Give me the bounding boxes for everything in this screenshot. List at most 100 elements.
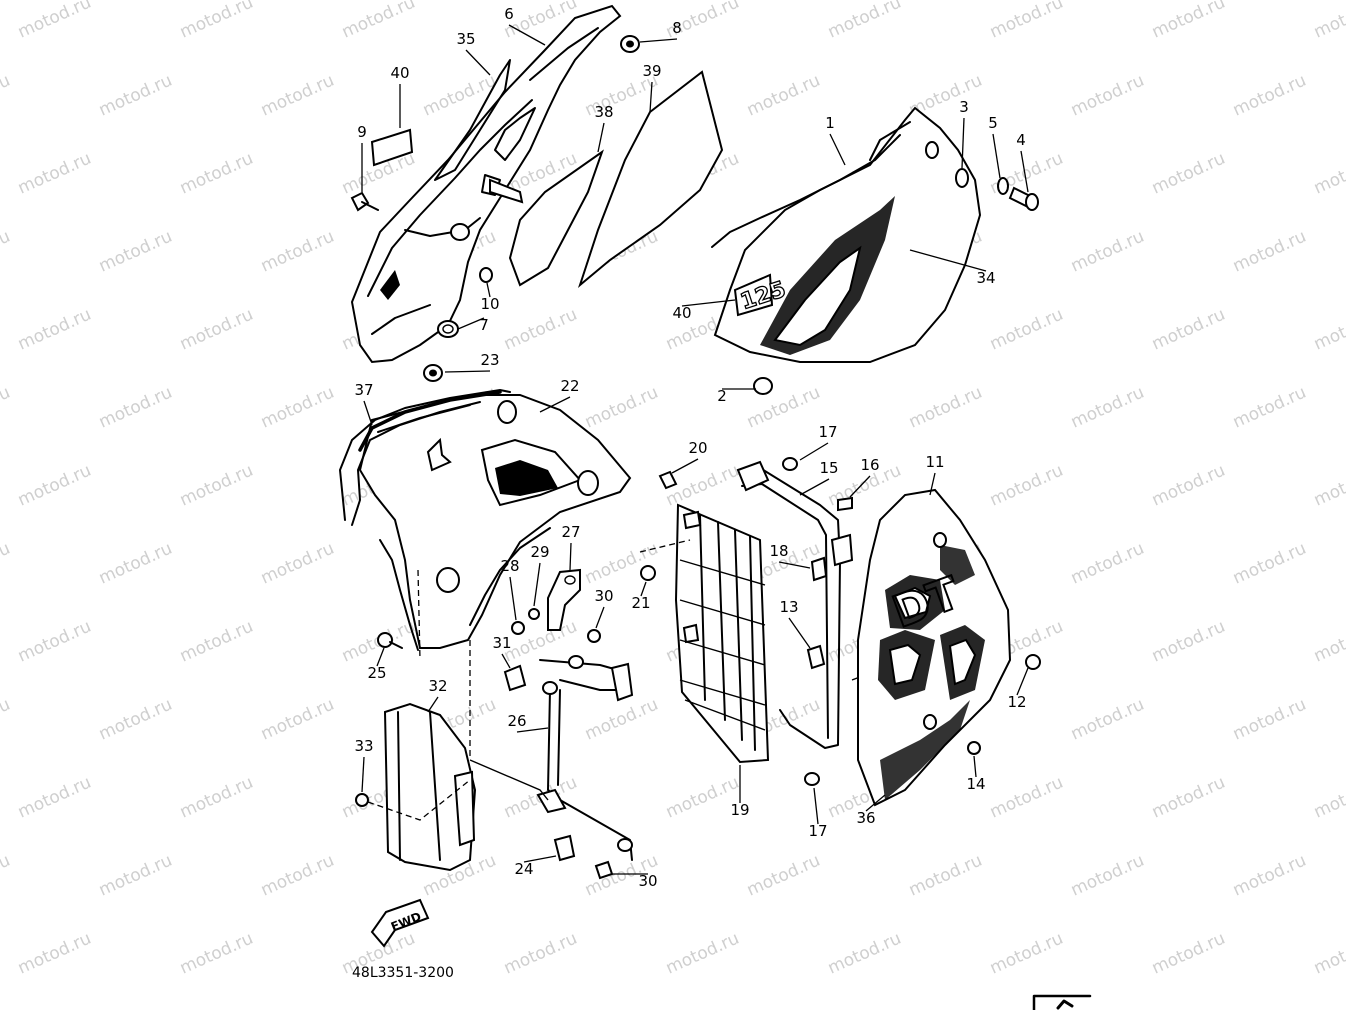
callout-21: 21 [631,594,650,612]
washer-5 [997,177,1009,195]
side-shroud-11 [857,488,1012,807]
watermark-text: motod.ru [1230,539,1309,589]
bracket-26 [536,655,634,861]
leader-line-30a [595,606,605,629]
watermark-text: motod.ru [1230,383,1309,433]
watermark-text: motod.ru [0,851,13,901]
callout-22: 22 [560,377,579,395]
callout-1: 1 [825,114,835,132]
leader-line-16 [849,475,871,498]
watermark-text: motod.ru [1068,539,1147,589]
callout-17a: 17 [818,423,837,441]
shroud-guard-37 [339,389,511,521]
watermark-text: motod.ru [15,305,94,355]
right-side-cover [711,106,982,363]
watermark-text: motod.ru [1068,383,1147,433]
leader-line-4 [1020,150,1029,193]
left-side-cover [350,4,622,364]
watermark-text: motod.ru [987,929,1066,979]
leader-line-7 [457,317,485,330]
callout-10: 10 [480,295,499,313]
callout-20: 20 [688,439,707,457]
collar-2 [753,377,773,395]
cover-mount-hole [925,141,939,159]
radiator-grille-19 [674,503,770,764]
bolt-12 [1025,654,1041,670]
leader-line-38 [597,122,605,153]
callout-36: 36 [856,809,875,827]
dash-link-shroud [417,569,471,760]
callout-5: 5 [988,114,998,132]
watermark-text: motod.ru [987,773,1066,823]
watermark-text: motod.ru [987,0,1066,43]
leader-line-17a [799,442,829,461]
nut-20 [658,470,678,490]
shroud-edge-trim [358,390,502,452]
watermark-text: motod.ru [1311,0,1346,43]
leader-line-29 [533,562,541,607]
watermark-text: motod.ru [744,1007,823,1010]
callout-23: 23 [480,351,499,369]
grommet-17-bottom [804,772,820,786]
watermark-text: motod.ru [1149,773,1228,823]
callout-32: 32 [428,677,447,695]
callout-26: 26 [507,712,526,730]
watermark-text: motod.ru [1311,617,1346,667]
watermark-text: motod.ru [177,929,256,979]
leader-line-22 [539,396,571,413]
callout-34: 34 [976,269,995,287]
leader-line-35 [465,49,491,76]
nut-21 [640,565,656,581]
watermark-text: motod.ru [1311,773,1346,823]
callout-12: 12 [1007,693,1026,711]
watermark-text: motod.ru [177,461,256,511]
bolt-30-lower [594,860,614,880]
watermark-text: motod.ru [906,383,985,433]
leader-line-40b [681,299,736,307]
collar-23 [423,364,443,382]
leader-line-1 [829,133,846,166]
watermark-text: motod.ru [15,617,94,667]
watermark-text: motod.ru [1311,149,1346,199]
watermark-text: motod.ru [177,773,256,823]
grommet-8 [620,35,640,53]
collar-7 [437,320,459,338]
leader-line-15 [799,478,830,496]
callout-27: 27 [561,523,580,541]
leader-line-14 [973,755,977,778]
watermark-text: motod.ru [258,383,337,433]
screw-25 [377,632,403,649]
callout-9: 9 [357,123,367,141]
watermark-text: motod.ru [258,71,337,121]
watermark-text: motod.ru [96,71,175,121]
mount-frame-15 [736,460,866,749]
callout-7: 7 [479,316,489,334]
watermark-text: motod.ru [258,851,337,901]
leader-line-23 [444,370,491,373]
leader-line-32 [427,696,439,713]
watermark-text: motod.ru [258,1007,337,1010]
damper-24 [553,834,576,862]
watermark-text: motod.ru [1149,461,1228,511]
leader-line-13 [788,617,811,649]
leader-line-26 [516,727,549,733]
callout-15: 15 [819,459,838,477]
callout-35: 35 [456,30,475,48]
watermark-text: motod.ru [177,617,256,667]
watermark-text: motod.ru [906,851,985,901]
watermark-text: motod.ru [663,929,742,979]
radiator-shroud-22 [358,394,632,649]
watermark-text: motod.ru [987,461,1066,511]
leader-line-37 [363,400,373,426]
leader-line-33 [361,756,365,793]
watermark-text: motod.ru [582,1007,661,1010]
leader-line-8 [639,38,678,43]
leader-line-12 [1016,667,1029,696]
watermark-text: motod.ru [1230,71,1309,121]
washer-10 [479,267,493,283]
watermark-text: motod.ru [1311,305,1346,355]
callout-18: 18 [769,542,788,560]
watermark-text: motod.ru [0,383,13,433]
